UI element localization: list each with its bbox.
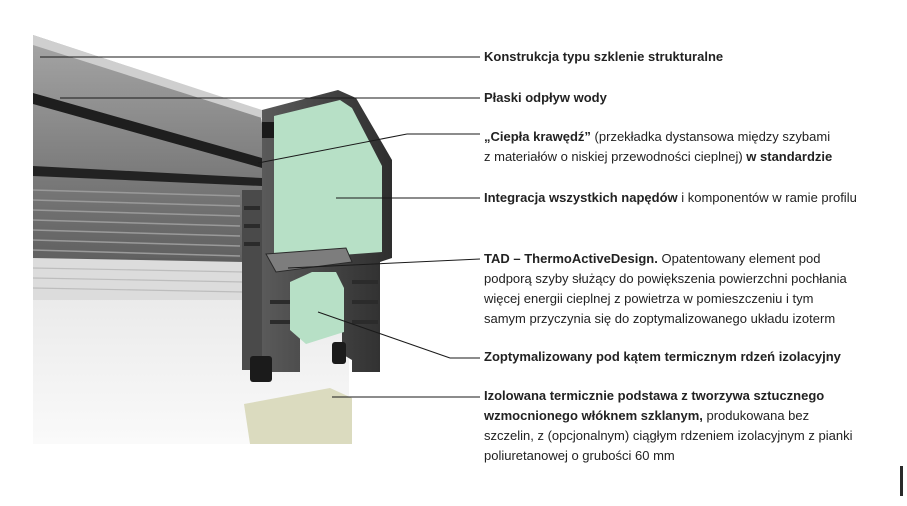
frame-post-left <box>242 190 262 370</box>
insulation-core <box>274 100 382 260</box>
frame-ribs <box>244 206 378 324</box>
glass-top-edge <box>33 35 262 118</box>
label-2-bold: Płaski odpływ wody <box>484 90 607 105</box>
label-7-text-2: szczelin, z (opcjonalnym) ciągłym rdzeni… <box>484 428 853 443</box>
label-7-text-1: produkowana bez <box>702 408 810 423</box>
glass-pane <box>33 35 270 262</box>
label-4-bold: Integracja wszystkich napędów <box>484 190 678 205</box>
label-warm-edge: „Ciepła krawędź” (przekładka dystansowa … <box>484 127 899 167</box>
glass-band-2 <box>33 166 262 186</box>
seal-1 <box>262 122 274 138</box>
label-7-bold-2: wzmocnionego włóknem szklanym, <box>484 408 703 423</box>
tad-element <box>265 247 353 273</box>
seal-3 <box>332 342 346 364</box>
label-5-bold: TAD – ThermoActiveDesign. <box>484 251 658 266</box>
label-tad: TAD – ThermoActiveDesign. Opatentowany e… <box>484 249 899 329</box>
label-structural-glazing: Konstrukcja typu szklenie strukturalne <box>484 47 723 67</box>
seal-2 <box>250 356 272 382</box>
label-5-text-3: więcej energii cieplnej z powietrza w po… <box>484 291 814 306</box>
glass-band-1 <box>33 93 262 168</box>
label-3-bold: „Ciepła krawędź” <box>484 129 591 144</box>
base-insulation <box>244 388 352 444</box>
label-5-text-2: podporą szyby służący do powiększenia po… <box>484 271 847 286</box>
label-drive-integration: Integracja wszystkich napędów i komponen… <box>484 188 904 208</box>
label-7-bold-1: Izolowana termicznie podstawa z tworzywa… <box>484 388 825 403</box>
label-5-text-4: samym przyczynia się do zoptymalizowaneg… <box>484 311 836 326</box>
leader-lines <box>40 56 481 398</box>
ribbed-area <box>32 189 241 257</box>
edge-mark <box>900 466 903 496</box>
label-4-text: i komponentów w ramie profilu <box>677 190 857 205</box>
label-3-bold-2: w standardzie <box>746 149 833 164</box>
label-6-bold: Zoptymalizowany pod kątem termicznym rdz… <box>484 349 841 364</box>
label-thermal-base: Izolowana termicznie podstawa z tworzywa… <box>484 386 899 466</box>
label-1-bold: Konstrukcja typu szklenie strukturalne <box>484 49 724 64</box>
label-3-text-1: (przekładka dystansowa między szybami <box>590 129 831 144</box>
label-5-text-1: Opatentowany element pod <box>657 251 821 266</box>
label-7-text-3: poliuretanowej o grubości 60 mm <box>484 448 675 463</box>
ribbed-lower <box>32 267 245 293</box>
label-flat-drainage: Płaski odpływ wody <box>484 88 607 108</box>
label-3-text-2: z materiałów o niskiej przewodności ciep… <box>484 149 747 164</box>
label-insulation-core: Zoptymalizowany pod kątem termicznym rdz… <box>484 347 841 367</box>
lower-insulation-core <box>290 272 344 344</box>
